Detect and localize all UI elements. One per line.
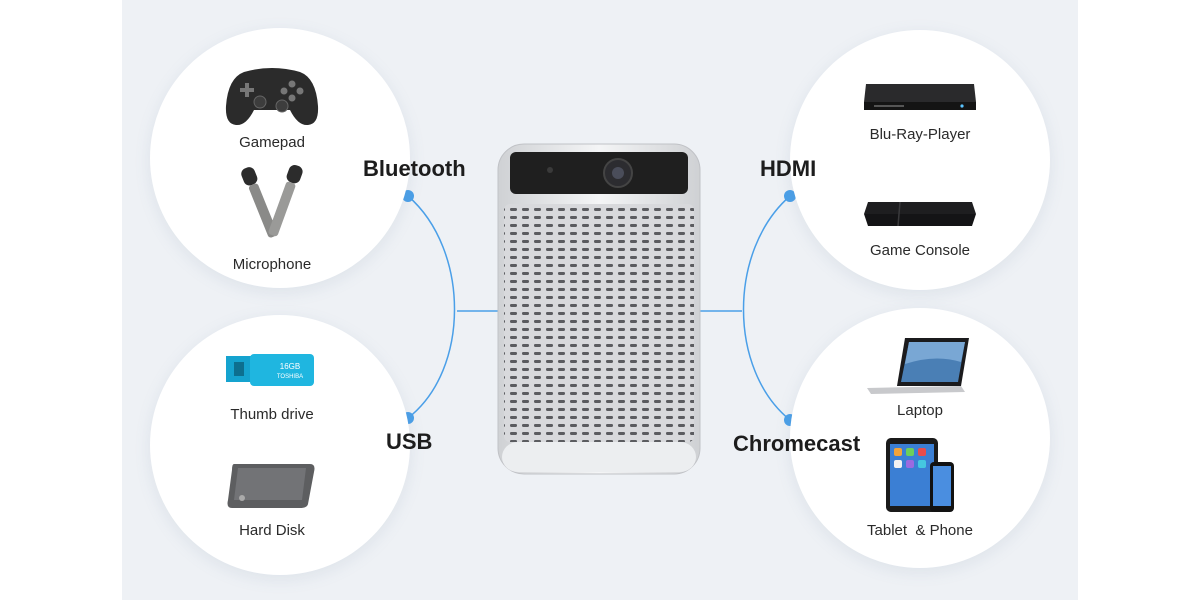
chromecast-label: Chromecast xyxy=(733,431,861,456)
gamepad-label: Gamepad xyxy=(239,134,305,151)
blu-ray-player-icon xyxy=(864,84,976,110)
laptop-icon xyxy=(867,338,969,394)
hdmi-dot xyxy=(784,190,796,202)
blu-ray-player-item: Blu-Ray-Player xyxy=(830,80,1010,143)
blu-ray-player-label: Blu-Ray-Player xyxy=(869,126,971,143)
game-console-label: Game Console xyxy=(869,242,971,259)
game-console-item: Game Console xyxy=(830,196,1010,259)
hard-disk-icon xyxy=(227,464,315,508)
thumb-drive-icon: 16GB TOSHIBA xyxy=(226,354,314,386)
hdmi-label: HDMI xyxy=(760,156,817,181)
hard-disk-item: Hard Disk xyxy=(182,460,362,539)
tablet-phone-item: Tablet & Phone xyxy=(830,436,1010,539)
thumb-drive-brand: TOSHIBA xyxy=(277,374,303,380)
hard-disk-label: Hard Disk xyxy=(239,522,305,539)
microphone-item: Microphone xyxy=(182,158,362,273)
usb-label: USB xyxy=(386,429,433,454)
game-console-icon xyxy=(864,201,976,227)
tablet-phone-icon xyxy=(886,438,954,512)
thumb-drive-item: 16GB TOSHIBA Thumb drive xyxy=(182,348,362,423)
thumb-drive-marking: 16GB xyxy=(280,362,300,371)
tablet-phone-label: Tablet & Phone xyxy=(867,522,973,539)
hdmi-chromecast-arc xyxy=(742,195,791,421)
projector-icon xyxy=(497,143,701,475)
bluetooth-label: Bluetooth xyxy=(363,156,466,181)
microphone-label: Microphone xyxy=(232,256,312,273)
bluetooth-usb-arc xyxy=(407,195,456,419)
laptop-label: Laptop xyxy=(897,402,943,419)
laptop-item: Laptop xyxy=(830,334,1010,419)
thumb-drive-label: Thumb drive xyxy=(230,406,314,423)
hdmi-circle xyxy=(790,30,1050,290)
gamepad-icon xyxy=(225,68,319,126)
microphone-icon xyxy=(241,165,303,238)
gamepad-item: Gamepad xyxy=(182,62,362,151)
